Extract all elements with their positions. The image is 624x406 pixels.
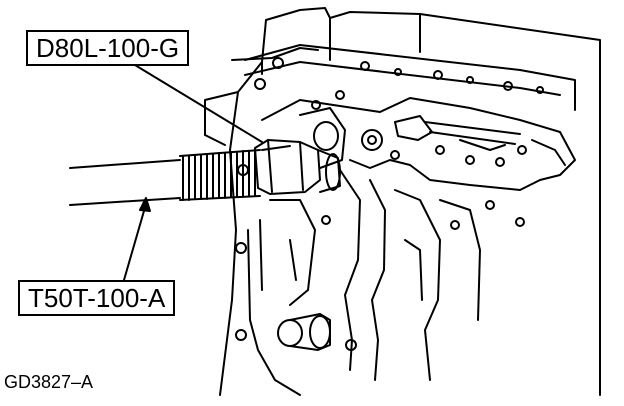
case-outline [204, 7, 601, 396]
leader-line-top [129, 61, 263, 143]
valve-body-plate [261, 97, 576, 191]
leader-arrow-bottom [139, 197, 151, 212]
leader-line-bottom [123, 203, 147, 281]
tool-label-t50t: T50T-100-A [18, 280, 176, 316]
tool-label-d80l: D80L-100-G [26, 30, 190, 66]
top-rail [244, 44, 576, 111]
hex-adapter [254, 139, 341, 195]
figure-id: GD3827–A [4, 372, 94, 392]
lower-casting [235, 164, 525, 396]
threaded-shaft [69, 149, 261, 206]
case-boss [277, 313, 331, 351]
